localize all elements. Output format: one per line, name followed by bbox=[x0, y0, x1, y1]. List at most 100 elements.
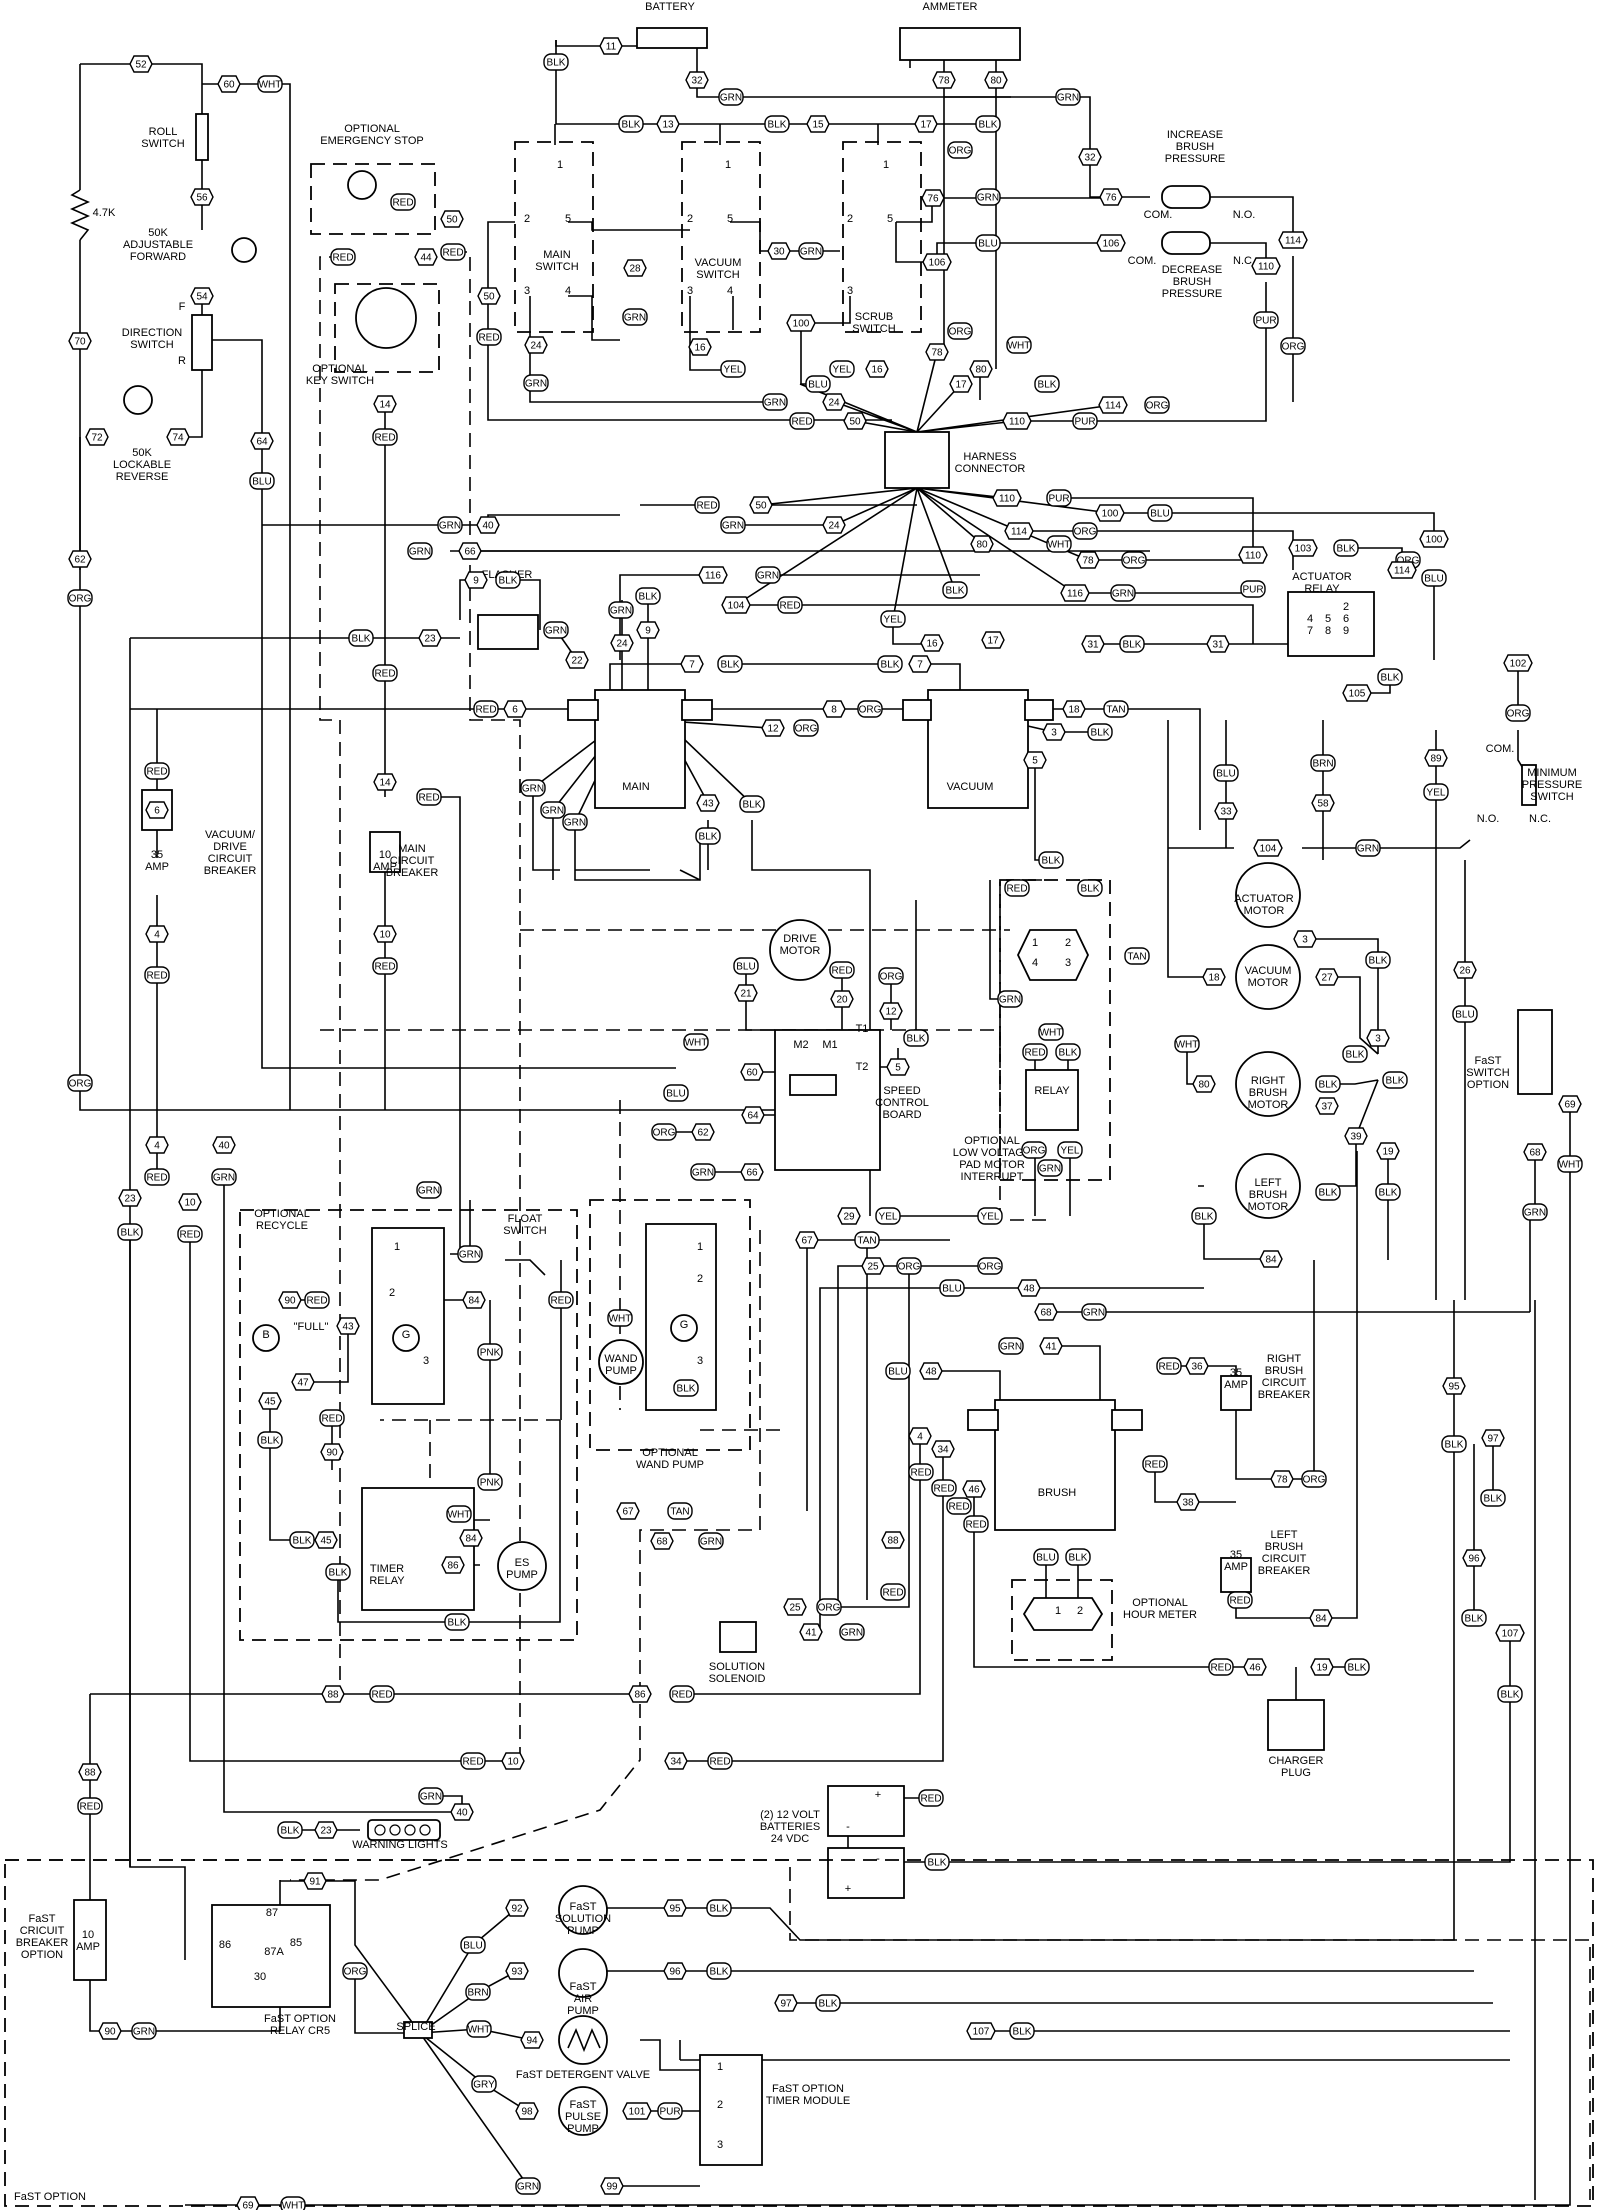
svg-text:28: 28 bbox=[629, 264, 641, 275]
svg-text:RED: RED bbox=[79, 1802, 100, 1813]
wire-tag-w107a: 107 bbox=[1495, 1624, 1525, 1642]
svg-text:WHT: WHT bbox=[1559, 1160, 1582, 1171]
label-wp-1: 1 bbox=[697, 1241, 703, 1253]
components bbox=[4, 27, 1594, 2207]
svg-text:103: 103 bbox=[1295, 544, 1312, 555]
label-vacuum-contactor: VACUUM bbox=[947, 781, 994, 793]
svg-text:GRN: GRN bbox=[525, 379, 547, 390]
svg-text:114: 114 bbox=[1285, 236, 1301, 247]
svg-text:BLK: BLK bbox=[768, 120, 787, 131]
svg-text:91: 91 bbox=[309, 1877, 321, 1888]
label-g2: G bbox=[680, 1319, 689, 1331]
svg-text:78: 78 bbox=[1082, 556, 1094, 567]
wire-tag-w16c: 16 bbox=[920, 634, 944, 652]
fast-air-symbol bbox=[558, 1948, 608, 1998]
label-sw-3b: 3 bbox=[687, 285, 693, 297]
color-tag-c-red25: RED bbox=[908, 1463, 934, 1481]
color-tag-c-red8: RED bbox=[777, 596, 803, 614]
svg-text:BLK: BLK bbox=[1445, 1440, 1464, 1451]
wire-tag-w67b: 67 bbox=[616, 1502, 640, 1520]
svg-text:RED: RED bbox=[910, 1468, 931, 1479]
wire-tag-w80a: 80 bbox=[984, 71, 1008, 89]
wire-tag-w116b: 116 bbox=[1060, 584, 1090, 602]
svg-text:60: 60 bbox=[223, 80, 235, 91]
svg-text:PUR: PUR bbox=[1074, 417, 1095, 428]
color-tag-c-blk12: BLK bbox=[717, 655, 743, 673]
wire-tag-w7b: 7 bbox=[908, 655, 932, 673]
color-tag-c-red33: RED bbox=[669, 1685, 695, 1703]
fast-relay-symbol bbox=[211, 1904, 331, 2008]
wire-tag-w48b: 48 bbox=[919, 1362, 943, 1380]
svg-text:16: 16 bbox=[926, 639, 938, 650]
color-tag-c-org15: ORG bbox=[1021, 1141, 1047, 1159]
wire-tag-w84b: 84 bbox=[462, 1291, 486, 1309]
label-nc2: N.C. bbox=[1529, 813, 1551, 825]
svg-text:GRN: GRN bbox=[1357, 844, 1379, 855]
svg-text:19: 19 bbox=[1382, 1147, 1394, 1158]
color-tag-c-blk6: BLK bbox=[1333, 539, 1359, 557]
svg-text:PUR: PUR bbox=[1242, 585, 1263, 596]
label-bat-minus2: - bbox=[876, 1853, 880, 1865]
color-tag-c-org3: ORG bbox=[1280, 337, 1306, 355]
svg-text:YEL: YEL bbox=[724, 365, 743, 376]
label-relay-30: 30 bbox=[254, 1971, 266, 1983]
label-no1: N.O. bbox=[1233, 209, 1256, 221]
wire-tag-w43b: 43 bbox=[336, 1317, 360, 1335]
ammeter-symbol bbox=[899, 27, 1021, 61]
svg-text:107: 107 bbox=[973, 2027, 990, 2038]
color-tag-c-org13: ORG bbox=[67, 1074, 93, 1092]
svg-text:72: 72 bbox=[91, 433, 103, 444]
wire-tag-w46b: 46 bbox=[1243, 1658, 1267, 1676]
resistor-symbol bbox=[70, 189, 90, 241]
color-tag-c-pur3: PUR bbox=[1046, 489, 1072, 507]
svg-text:BLK: BLK bbox=[547, 58, 566, 69]
svg-text:GRN: GRN bbox=[420, 1792, 442, 1803]
wire-tag-w110a: 110 bbox=[1251, 257, 1281, 275]
svg-text:90: 90 bbox=[284, 1296, 296, 1307]
color-tag-c-grn23: GRN bbox=[690, 1163, 716, 1181]
svg-text:80: 80 bbox=[976, 540, 988, 551]
svg-text:86: 86 bbox=[447, 1561, 459, 1572]
label-sw-2c: 2 bbox=[847, 213, 853, 225]
color-tag-c-blk3: BLK bbox=[764, 115, 790, 133]
vacuum-contactor-symbol bbox=[927, 689, 1029, 809]
vacuum-tab-right bbox=[1024, 699, 1054, 721]
svg-text:GRN: GRN bbox=[133, 2027, 155, 2038]
color-tag-c-blk30: BLK bbox=[673, 1379, 699, 1397]
svg-text:110: 110 bbox=[1245, 551, 1261, 562]
wire-tag-w60: 60 bbox=[217, 75, 241, 93]
label-m1: M1 bbox=[822, 1039, 837, 1051]
svg-text:ORG: ORG bbox=[1023, 1146, 1046, 1157]
wire-tag-w34b: 34 bbox=[664, 1752, 688, 1770]
svg-text:3: 3 bbox=[1051, 728, 1057, 739]
wire-tag-w3c: 3 bbox=[1366, 1029, 1390, 1047]
color-tag-c-grn28: GRN bbox=[698, 1532, 724, 1550]
wire-tag-w41b: 41 bbox=[799, 1623, 823, 1641]
svg-text:45: 45 bbox=[320, 1536, 332, 1547]
color-tag-c-grn15: GRN bbox=[520, 779, 546, 797]
label-warning-lights: WARNING LIGHTS bbox=[352, 1839, 448, 1851]
label-r-label: R bbox=[178, 355, 186, 367]
svg-text:ORG: ORG bbox=[880, 972, 903, 983]
svg-text:24: 24 bbox=[828, 398, 840, 409]
wire-tag-w114d: 114 bbox=[1387, 561, 1417, 579]
svg-text:97: 97 bbox=[1487, 1434, 1499, 1445]
svg-text:BLK: BLK bbox=[1346, 1050, 1365, 1061]
color-tag-c-yel5: YEL bbox=[1057, 1141, 1083, 1159]
color-tag-c-red14: RED bbox=[372, 957, 398, 975]
svg-text:RED: RED bbox=[791, 417, 812, 428]
color-tag-c-grn25: GRN bbox=[457, 1245, 483, 1263]
color-tag-c-blk18: BLK bbox=[1038, 851, 1064, 869]
color-tag-c-blu2: BLU bbox=[805, 375, 831, 393]
wire-tag-w116a: 116 bbox=[698, 566, 728, 584]
label-rc-1: 1 bbox=[394, 1241, 400, 1253]
wire-tag-w90b: 90 bbox=[320, 1443, 344, 1461]
color-tag-c-red28: RED bbox=[963, 1515, 989, 1533]
color-tag-c-grn30: GRN bbox=[418, 1787, 444, 1805]
